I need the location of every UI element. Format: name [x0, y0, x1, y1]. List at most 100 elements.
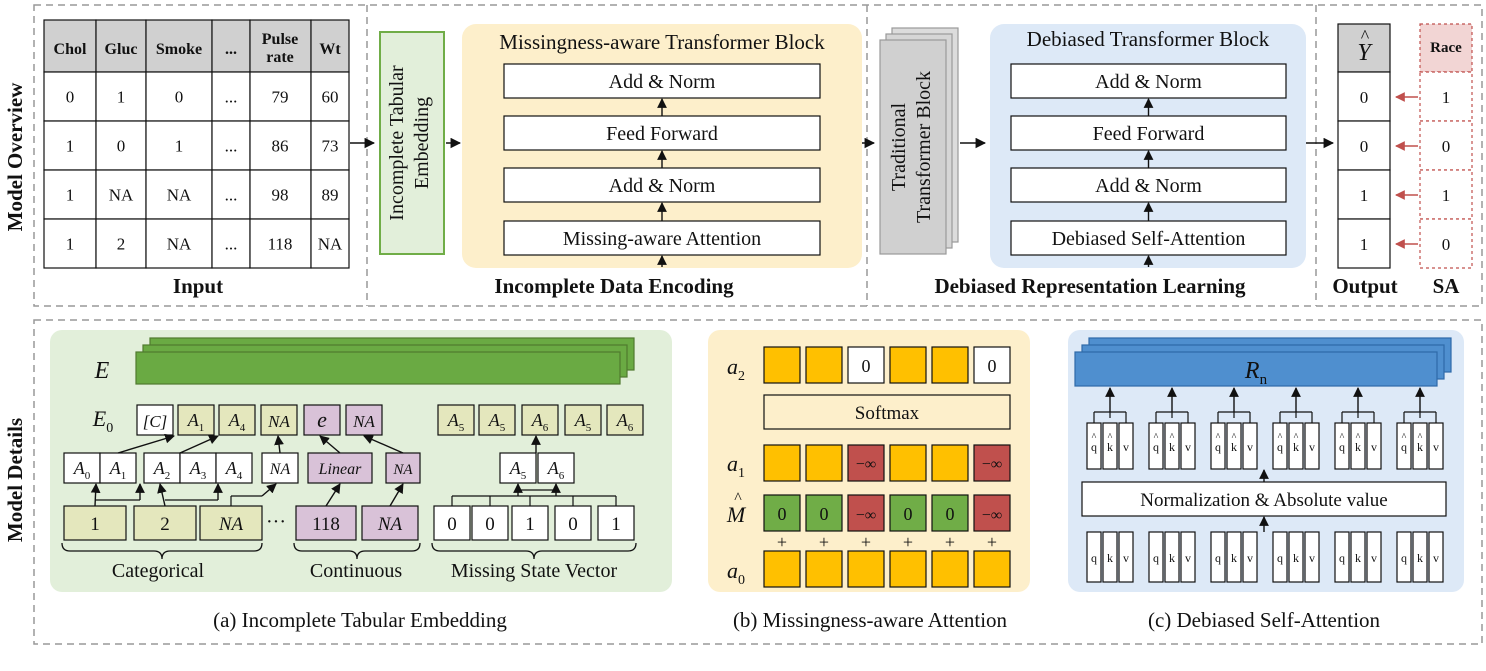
plus-sign: +	[861, 532, 871, 552]
qkv-cell	[1148, 531, 1164, 583]
hat-qkv-text: v	[1309, 440, 1315, 454]
a2-cell	[889, 346, 927, 384]
table-cell	[249, 120, 312, 171]
sa-header	[1419, 23, 1473, 73]
e0-token	[177, 404, 215, 436]
msv-value-text: 1	[611, 514, 621, 535]
model-overview-label: Model Overview	[3, 82, 27, 232]
e0-right-token	[437, 404, 475, 436]
msv-value-text: 0	[447, 514, 457, 535]
qkv-text: k	[1107, 551, 1113, 565]
hat-qkv-cell	[1288, 422, 1304, 470]
embedding-bar	[135, 351, 621, 385]
hat-qkv-text: q	[1401, 440, 1407, 454]
output-cell	[1337, 218, 1391, 269]
a1-cell	[847, 444, 885, 482]
table-cell-text: 0	[175, 88, 184, 107]
hat-mark: ^	[1154, 432, 1159, 443]
table-cell-text: ...	[225, 235, 238, 254]
mt-layer-label: Missing-aware Attention	[563, 228, 761, 250]
qkv-cell	[1350, 531, 1366, 583]
continuous-value-text: 118	[312, 514, 340, 535]
hat-mark: ^	[1356, 432, 1361, 443]
table-header-cell	[310, 19, 350, 73]
mt-block-title: Missingness-aware Transformer Block	[499, 30, 825, 54]
output-header-text: Y	[1357, 40, 1373, 66]
normalization-box	[1081, 481, 1447, 517]
cat-arrow	[157, 483, 167, 507]
linear-box	[307, 452, 373, 484]
group-to-e0-arrow	[117, 433, 175, 454]
embedding-label-1: Incomplete Tabular	[386, 65, 408, 221]
qkv-cell	[1412, 531, 1428, 583]
caption-c: (c) Debiased Self-Attention	[1148, 608, 1381, 632]
group-token-text: A3	[189, 458, 207, 482]
qkv-text: q	[1091, 551, 1097, 565]
hat-qkv-cell	[1412, 422, 1428, 470]
group-token	[179, 452, 217, 484]
e0-right-token	[521, 404, 559, 436]
dt-layer-label: Feed Forward	[1093, 123, 1205, 145]
table-cell	[95, 218, 147, 269]
categorical-value-text: 1	[90, 514, 100, 535]
dt-layer	[1010, 220, 1287, 256]
msv-value-text: 0	[485, 514, 495, 535]
output-header	[1337, 23, 1391, 73]
E-label: E	[94, 358, 110, 384]
table-cell	[310, 218, 350, 269]
linear-na-label: NA	[392, 462, 413, 478]
msv-value-text: 0	[568, 514, 578, 535]
hat-qkv-text: k	[1107, 440, 1113, 454]
qkv-cell	[1086, 531, 1102, 583]
R-label: Rn	[1244, 358, 1268, 388]
table-cell-text: 118	[268, 235, 293, 254]
group-token-text: A2	[153, 458, 171, 482]
a0-cell	[931, 550, 969, 588]
table-cell-text: 1	[175, 137, 184, 156]
e0-token-text: e	[317, 407, 327, 432]
linear-arrow	[363, 435, 404, 454]
table-cell	[95, 120, 147, 171]
hat-qkv-text: q	[1215, 440, 1221, 454]
table-cell-text: 89	[322, 186, 339, 205]
linear-na-box	[385, 452, 421, 484]
qkv-cell	[1242, 531, 1258, 583]
categorical-brace	[61, 542, 263, 560]
sa-cell	[1419, 120, 1473, 171]
E0-label: E0	[92, 406, 113, 436]
hat-qkv-cell	[1102, 422, 1118, 470]
table-cell-text: ...	[225, 186, 238, 205]
traditional-transformer-block: Traditional Transformer Block	[879, 27, 959, 255]
a1-label: a1	[727, 451, 745, 481]
table-cell-text: 1	[66, 186, 75, 205]
a2-cell	[973, 346, 1011, 384]
a1-cell	[805, 444, 843, 482]
e0-token-text: NA	[267, 412, 290, 431]
sa-header-text: Race	[1430, 40, 1462, 56]
hat-qkv-text: q	[1091, 440, 1097, 454]
model-details-panel: Model Details	[3, 319, 1483, 645]
qkv-text: k	[1355, 551, 1361, 565]
qkv-text: v	[1185, 551, 1191, 565]
group-to-e0-arrow	[274, 435, 284, 454]
sa-caption: SA	[1433, 274, 1461, 298]
table-header-text: Gluc	[105, 41, 138, 58]
continuous-value	[361, 505, 419, 541]
categorical-label: Categorical	[112, 560, 205, 582]
table-cell-text: 0	[117, 137, 126, 156]
msv-value	[433, 505, 471, 541]
table-cell-text: 60	[322, 88, 339, 107]
a1-cell	[763, 444, 801, 482]
output-cell	[1337, 71, 1391, 122]
e0-right-token-text: A6	[616, 410, 634, 434]
a1-cell	[889, 444, 927, 482]
qkv-text: k	[1231, 551, 1237, 565]
linear-arrow	[319, 435, 341, 454]
e0-token	[218, 404, 256, 436]
sa-cell-text: 0	[1442, 137, 1451, 156]
m-cell-text: 0	[904, 504, 913, 524]
input-caption: Input	[173, 274, 223, 298]
categorical-value	[199, 505, 263, 541]
hat-qkv-cell	[1226, 422, 1242, 470]
